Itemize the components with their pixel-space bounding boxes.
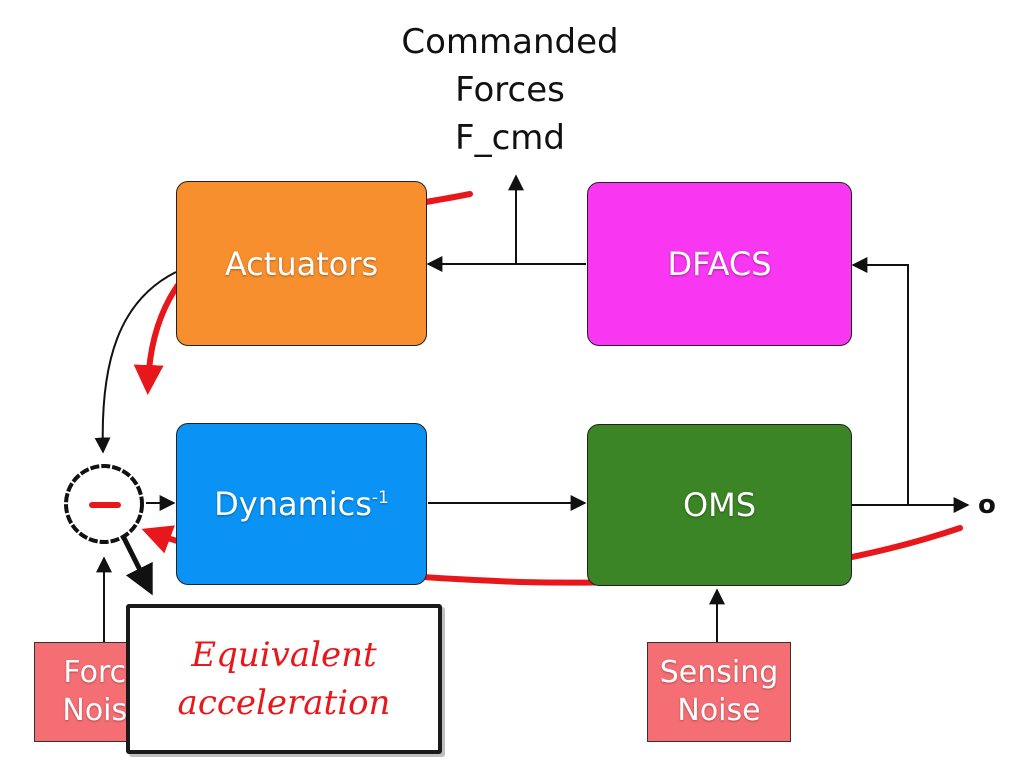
output-symbol: o bbox=[978, 490, 996, 520]
line-feedback-to-dfacs bbox=[851, 257, 909, 505]
title-line-1: Commanded bbox=[401, 22, 619, 62]
title-line-3: F_cmd bbox=[455, 118, 565, 158]
dynamics-label-superscript: -1 bbox=[371, 488, 389, 508]
callout-line-1: Equivalent bbox=[191, 635, 377, 675]
actuators-block: Actuators bbox=[176, 181, 427, 346]
dynamics-block: Dynamics-1 bbox=[176, 423, 427, 585]
line-sum-to-annotation bbox=[121, 536, 153, 596]
sensing-noise-line-2: Noise bbox=[677, 693, 761, 728]
oms-block: OMS bbox=[587, 424, 852, 586]
dfacs-block: DFACS bbox=[587, 182, 852, 346]
dfacs-label: DFACS bbox=[667, 245, 772, 283]
sensing-noise-line-1: Sensing bbox=[659, 655, 779, 690]
dynamics-label: Dynamics-1 bbox=[214, 485, 389, 523]
title-line-2: Forces bbox=[455, 70, 565, 110]
dynamics-label-text: Dynamics bbox=[214, 485, 372, 523]
actuators-label: Actuators bbox=[224, 244, 379, 283]
equivalent-acceleration-callout: Equivalent acceleration bbox=[126, 604, 442, 754]
sensing-noise-block: Sensing Noise bbox=[647, 642, 791, 742]
callout-line-2: acceleration bbox=[177, 683, 391, 723]
oms-label: OMS bbox=[682, 486, 757, 524]
line-actuators-to-sum bbox=[94, 271, 177, 454]
